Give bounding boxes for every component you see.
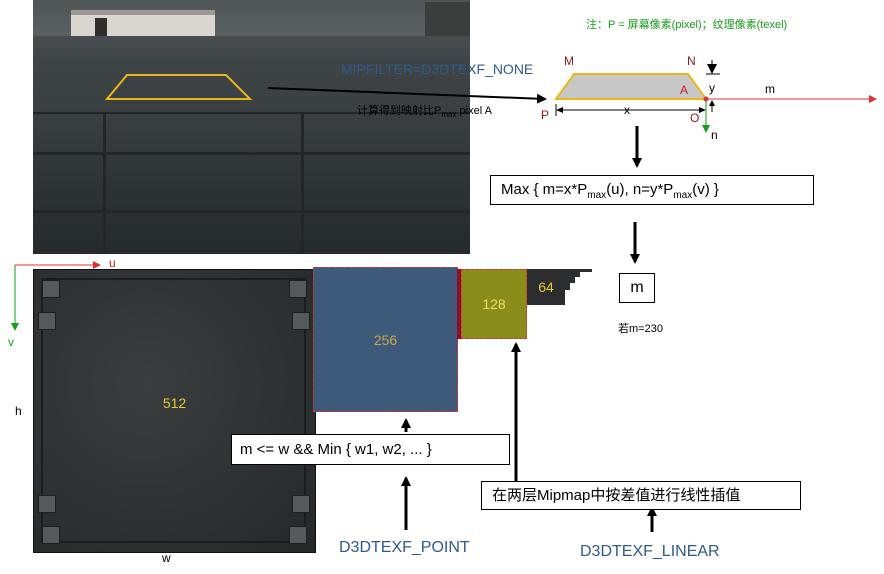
- hangar-door: [95, 18, 107, 36]
- y-dim-arrowhead: [709, 100, 715, 106]
- vertex-p-label: P: [541, 108, 550, 122]
- m-box: m: [619, 273, 655, 303]
- bolt: [289, 280, 307, 298]
- h-label: h: [15, 404, 22, 418]
- mip-128-edge: [457, 269, 461, 339]
- mip-128-label: 128: [482, 296, 506, 312]
- deck-seam: [33, 112, 470, 114]
- projected-pixel-trapezoid: [104, 74, 253, 100]
- compute-label: 计算得到映射比Pmax pixel A: [357, 105, 492, 120]
- vertex-n-label: N: [687, 54, 696, 68]
- vertex-o-label: O: [690, 111, 700, 125]
- y-label: y: [709, 81, 715, 95]
- map-arrow: [267, 87, 547, 104]
- m-axis-label: m: [765, 82, 775, 96]
- linear-filter-label: D3DTEXF_LINEAR: [580, 543, 720, 560]
- bolt: [292, 312, 310, 330]
- distant-ship: [425, 2, 470, 36]
- linear-interp-box: 在两层Mipmap中按差值进行线性插值: [481, 481, 801, 510]
- x-dim-arrowhead: [556, 107, 563, 113]
- n-axis-label: n: [711, 128, 718, 142]
- u-label: u: [109, 256, 116, 270]
- texture-frame: [41, 278, 306, 543]
- bolt: [38, 312, 56, 330]
- min-formula-box: m <= w && Min { w1, w2, ... }: [231, 434, 510, 465]
- example-label: 若m=230: [618, 323, 663, 335]
- mip-256-label: 256: [373, 331, 398, 348]
- scene-render-image: [33, 0, 470, 254]
- vertex-m-label: M: [564, 54, 574, 68]
- bolt: [38, 495, 56, 513]
- small-mip-staircase: [565, 269, 592, 296]
- mip-level-512-texture: 512: [33, 269, 316, 553]
- vertex-a-label: A: [680, 83, 689, 97]
- v-label: v: [8, 335, 14, 349]
- w-label: w: [162, 551, 171, 565]
- note-text: 注：P = 屏幕像素(pixel)；纹理像素(texel): [586, 19, 788, 31]
- bolt: [289, 526, 307, 544]
- max-formula-box: Max { m=x*Pmax(u), n=y*Pmax(v) }: [490, 175, 814, 205]
- point-filter-label: D3DTEXF_POINT: [339, 539, 470, 556]
- deck-seam: [301, 114, 304, 254]
- deck-seam: [33, 152, 470, 155]
- deck-seam: [103, 114, 106, 254]
- mipfilter-label: MIPFILTER=D3DTEXF_NONE: [341, 61, 534, 77]
- bolt: [42, 280, 60, 298]
- hangar-roof: [71, 10, 215, 15]
- x-dim-arrowhead: [699, 107, 706, 113]
- mip-512-label: 512: [162, 395, 187, 411]
- mip-level-128: 128: [461, 269, 527, 339]
- mip-64-label: 64: [538, 279, 554, 295]
- x-label: x: [624, 103, 630, 117]
- bolt: [292, 495, 310, 513]
- mip-level-64: 64: [527, 269, 565, 305]
- mip-level-256: 256: [313, 267, 458, 412]
- bolt: [42, 526, 60, 544]
- deck-seam: [33, 210, 470, 213]
